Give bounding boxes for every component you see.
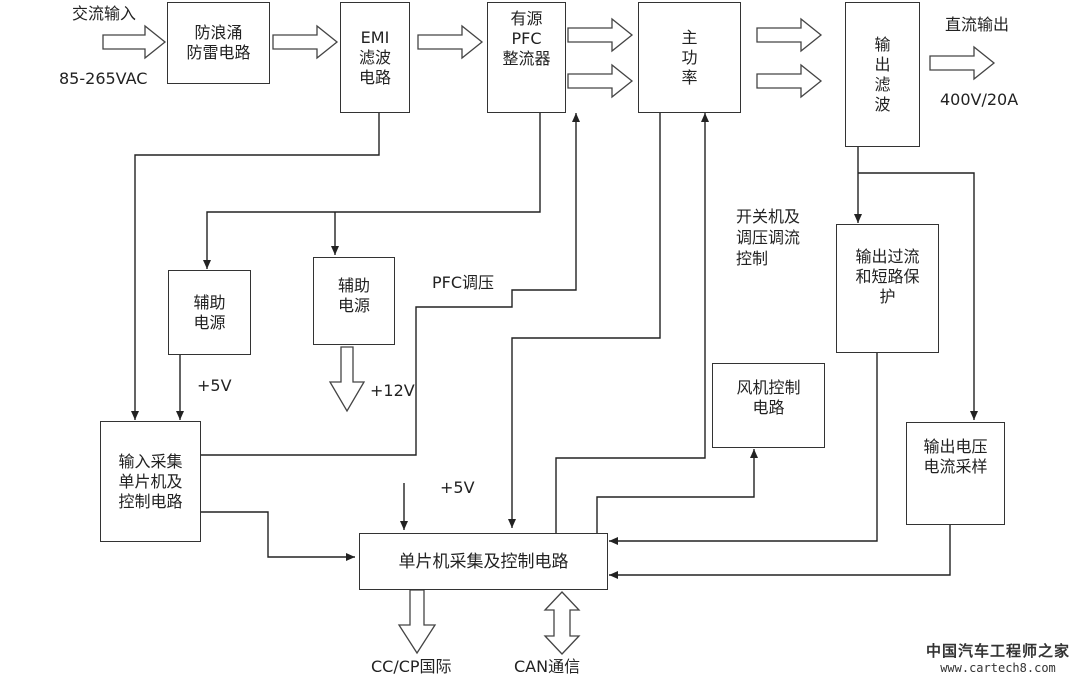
wire-main-to-control bbox=[508, 113, 661, 528]
switch-control-label: 开关机及 调压调流 控制 bbox=[736, 207, 801, 268]
wire-input-mcu-to-control bbox=[200, 511, 355, 561]
fan-control-block: 风机控制 电路 bbox=[712, 363, 825, 448]
watermark-name: 中国汽车工程师之家 bbox=[925, 642, 1070, 660]
emi-filter-block: EMI 滤波 电路 bbox=[340, 2, 410, 113]
wire-emi-to-input-mcu bbox=[131, 113, 380, 420]
aux-power-block-2: 辅助 电源 bbox=[313, 257, 395, 345]
surge-protection-block: 防浪涌 防雷电路 bbox=[167, 2, 270, 84]
pfc-rectifier-block: 有源 PFC 整流器 bbox=[487, 2, 566, 113]
wire-filter-to-sampling bbox=[858, 172, 978, 420]
emi-to-pfc-arrow bbox=[417, 24, 484, 60]
output-sampling-block: 输出电压 电流采样 bbox=[906, 422, 1005, 525]
dc-rating-label: 400V/20A bbox=[940, 90, 1019, 109]
output-filter-block: 输 出 滤 波 bbox=[845, 2, 920, 147]
wire-pfc-to-aux-1 bbox=[203, 113, 541, 269]
main-to-filter-arrow-2 bbox=[756, 63, 823, 99]
mcu-control-block: 单片机采集及控制电路 bbox=[359, 533, 608, 590]
aux-power-block-1: 辅助 电源 bbox=[168, 270, 251, 355]
cc-cp-out-arrow bbox=[397, 589, 437, 655]
cc-cp-label: CC/CP国际 bbox=[371, 657, 452, 676]
overcurrent-protection-block: 输出过流 和短路保 护 bbox=[836, 224, 939, 353]
ac-range-label: 85-265VAC bbox=[59, 69, 148, 88]
wire-sampling-to-control bbox=[609, 525, 951, 579]
ac-input-arrow bbox=[102, 24, 167, 60]
dc-output-arrow bbox=[929, 45, 996, 81]
plus12v-label: +12V bbox=[370, 381, 415, 400]
pfc-to-main-arrow-2 bbox=[567, 63, 634, 99]
plus5v-label-a: +5V bbox=[197, 376, 232, 395]
main-to-filter-arrow-1 bbox=[756, 17, 823, 53]
dc-output-label: 直流输出 bbox=[945, 15, 1010, 34]
can-label: CAN通信 bbox=[514, 657, 581, 676]
can-bidirectional-arrow bbox=[543, 591, 581, 655]
plus5v-label-b: +5V bbox=[440, 478, 475, 497]
input-mcu-block: 输入采集 单片机及 控制电路 bbox=[100, 421, 201, 542]
wire-control-to-main bbox=[555, 113, 709, 533]
watermark: 中国汽车工程师之家 www.cartech8.com bbox=[926, 640, 1070, 675]
ac-input-label: 交流输入 bbox=[72, 4, 137, 23]
wire-pfc-regulation bbox=[200, 113, 580, 456]
surge-to-emi-arrow bbox=[272, 24, 339, 60]
pfc-regulation-label: PFC调压 bbox=[432, 273, 495, 292]
watermark-url: www.cartech8.com bbox=[940, 661, 1056, 675]
wire-control-to-fan bbox=[596, 449, 758, 533]
main-power-block: 主 功 率 bbox=[638, 2, 741, 113]
plus12v-out-arrow bbox=[328, 346, 366, 413]
wire-protection-to-control bbox=[609, 353, 878, 545]
pfc-to-main-arrow-1 bbox=[567, 17, 634, 53]
